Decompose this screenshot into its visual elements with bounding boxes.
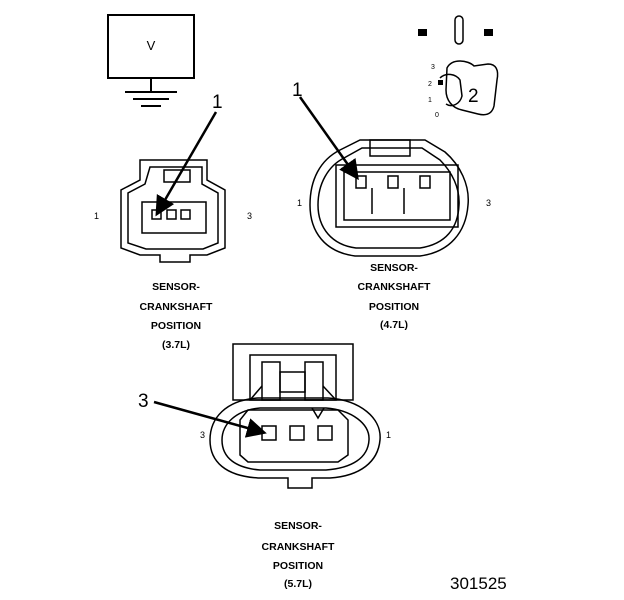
probe-scale-2: 2 [428,81,432,88]
callout-1-arrow-right [298,96,359,181]
callout-1-right: 1 [292,80,303,101]
probe-scale-1: 1 [428,97,432,104]
connector-5-7l-caption-1: SENSOR- [274,520,322,532]
probe-scale-0: 0 [435,112,439,119]
connector-3-7l [120,159,226,263]
connector-4-7l-pin-right: 3 [486,198,491,208]
callout-2: 2 [468,86,479,107]
probe-detail: 2 3 2 1 0 [418,15,499,119]
probe-pin-icon [454,15,464,45]
connector-3-7l-caption-3: POSITION [151,320,201,332]
connector-3-7l-pin-left: 1 [94,211,99,221]
connector-5-7l-pin-left: 3 [200,430,205,440]
probe-tip-right [484,29,493,36]
probe-tip-left [418,29,427,36]
connector-4-7l-caption-1: SENSOR- [370,262,418,274]
callout-3: 3 [138,391,149,412]
connector-4-7l-caption-2: CRANKSHAFT [358,281,431,293]
connector-3-7l-caption-4: (3.7L) [162,339,190,351]
probe-scale-3: 3 [431,64,435,71]
connector-3-7l-pin-right: 3 [247,211,252,221]
voltmeter-label: V [147,38,156,53]
connector-5-7l-caption-4: (5.7L) [284,578,312,590]
connector-5-7l-pin-right: 1 [386,430,391,440]
connector-4-7l [309,139,469,257]
callout-1-arrow-left [155,111,218,217]
voltmeter-symbol: V [107,14,195,107]
connector-3-7l-caption-2: CRANKSHAFT [140,301,213,313]
callout-3-arrow [153,400,267,438]
connector-4-7l-caption-3: POSITION [369,301,419,313]
connector-5-7l [209,343,381,489]
connector-5-7l-caption-2: CRANKSHAFT [262,541,335,553]
figure-number: 301525 [450,574,507,593]
connector-3-7l-caption-1: SENSOR- [152,281,200,293]
terminal-gauge-icon [438,60,499,116]
connector-4-7l-pin-left: 1 [297,198,302,208]
ground-icon [125,78,177,107]
callout-1-left: 1 [212,92,223,113]
connector-4-7l-caption-4: (4.7L) [380,319,408,331]
connector-5-7l-caption-3: POSITION [273,560,323,572]
